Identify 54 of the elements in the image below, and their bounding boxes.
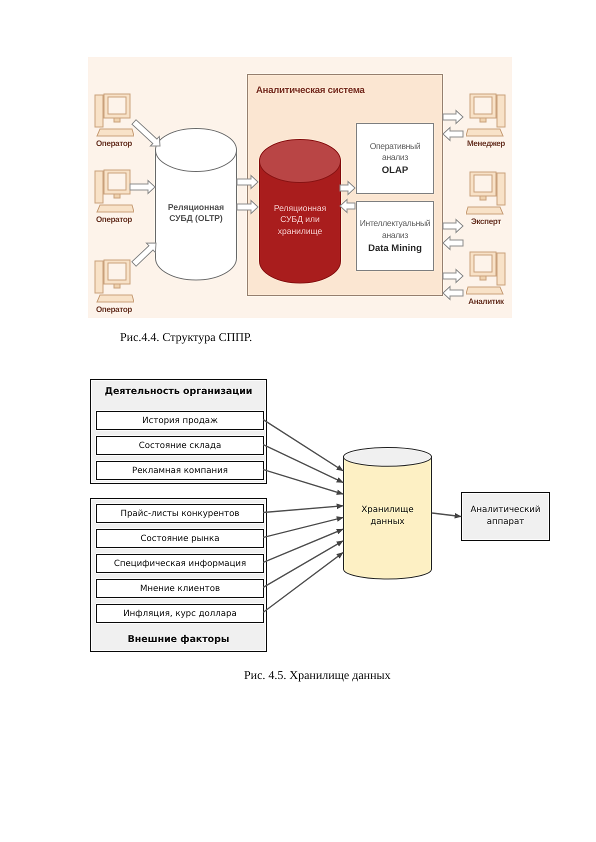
figure-caption: Рис.4.4. Структура СППР.: [120, 330, 252, 345]
role-label: Оператор: [96, 139, 132, 148]
system-frame: [247, 74, 443, 296]
source-box: История продаж: [96, 411, 264, 430]
block-arrow: [130, 179, 156, 195]
source-box: Специфическая информация: [96, 554, 264, 573]
box-title: OLAP: [382, 165, 408, 176]
group-panel: [90, 498, 267, 652]
block-arrow: [442, 218, 464, 234]
figure-caption: Рис. 4.5. Хранилище данных: [244, 668, 391, 683]
source-box: Состояние склада: [96, 436, 264, 455]
source-box: Прайс-листы конкурентов: [96, 504, 264, 523]
arrow: [262, 418, 344, 472]
source-box: Инфляция, курс доллара: [96, 604, 264, 623]
arrow: [262, 444, 344, 484]
block-arrow: [442, 235, 464, 251]
role-label: Аналитик: [468, 297, 504, 306]
box-title: Data Mining: [368, 242, 422, 254]
arrow: [262, 504, 344, 514]
group-panel: [90, 379, 267, 484]
analysis-box: [356, 201, 434, 271]
role-label: Оператор: [96, 305, 132, 314]
analysis-box: [356, 123, 434, 194]
block-arrow: [339, 198, 356, 214]
block-arrow: [340, 180, 356, 196]
box-label: Оперативный анализ: [368, 140, 422, 164]
source-box: Состояние рынка: [96, 529, 264, 548]
role-label: Менеджер: [467, 139, 505, 148]
block-arrow: [442, 126, 464, 142]
frame-title: Аналитическая система: [256, 85, 365, 96]
block-arrow: [236, 174, 259, 190]
arrow: [262, 528, 344, 564]
block-arrow: [236, 199, 259, 215]
block-arrow: [442, 285, 464, 301]
database-label: Реляционная СУБД (OLTP): [166, 202, 226, 224]
arrow: [262, 516, 344, 538]
database-label: Реляционная СУБД или хранилище: [272, 202, 328, 238]
block-arrow: [131, 242, 157, 267]
block-arrow: [131, 119, 161, 146]
box-label: Интеллектуальный анализ: [358, 218, 432, 241]
arrow: [432, 512, 462, 519]
process-box: Аналитический аппарат: [461, 492, 550, 541]
role-label: Оператор: [96, 215, 132, 224]
role-label: Эксперт: [471, 217, 501, 226]
block-arrow: [442, 109, 464, 125]
arrow: [262, 540, 344, 588]
arrow: [262, 468, 344, 495]
block-arrow: [442, 268, 464, 284]
database-label: Хранилище данных: [360, 505, 415, 529]
group-title: Деятельность организации: [104, 386, 254, 397]
source-box: Рекламная компания: [96, 461, 264, 480]
source-box: Мнение клиентов: [96, 579, 264, 598]
arrow: [262, 552, 344, 614]
group-title: Внешние факторы: [126, 634, 230, 645]
